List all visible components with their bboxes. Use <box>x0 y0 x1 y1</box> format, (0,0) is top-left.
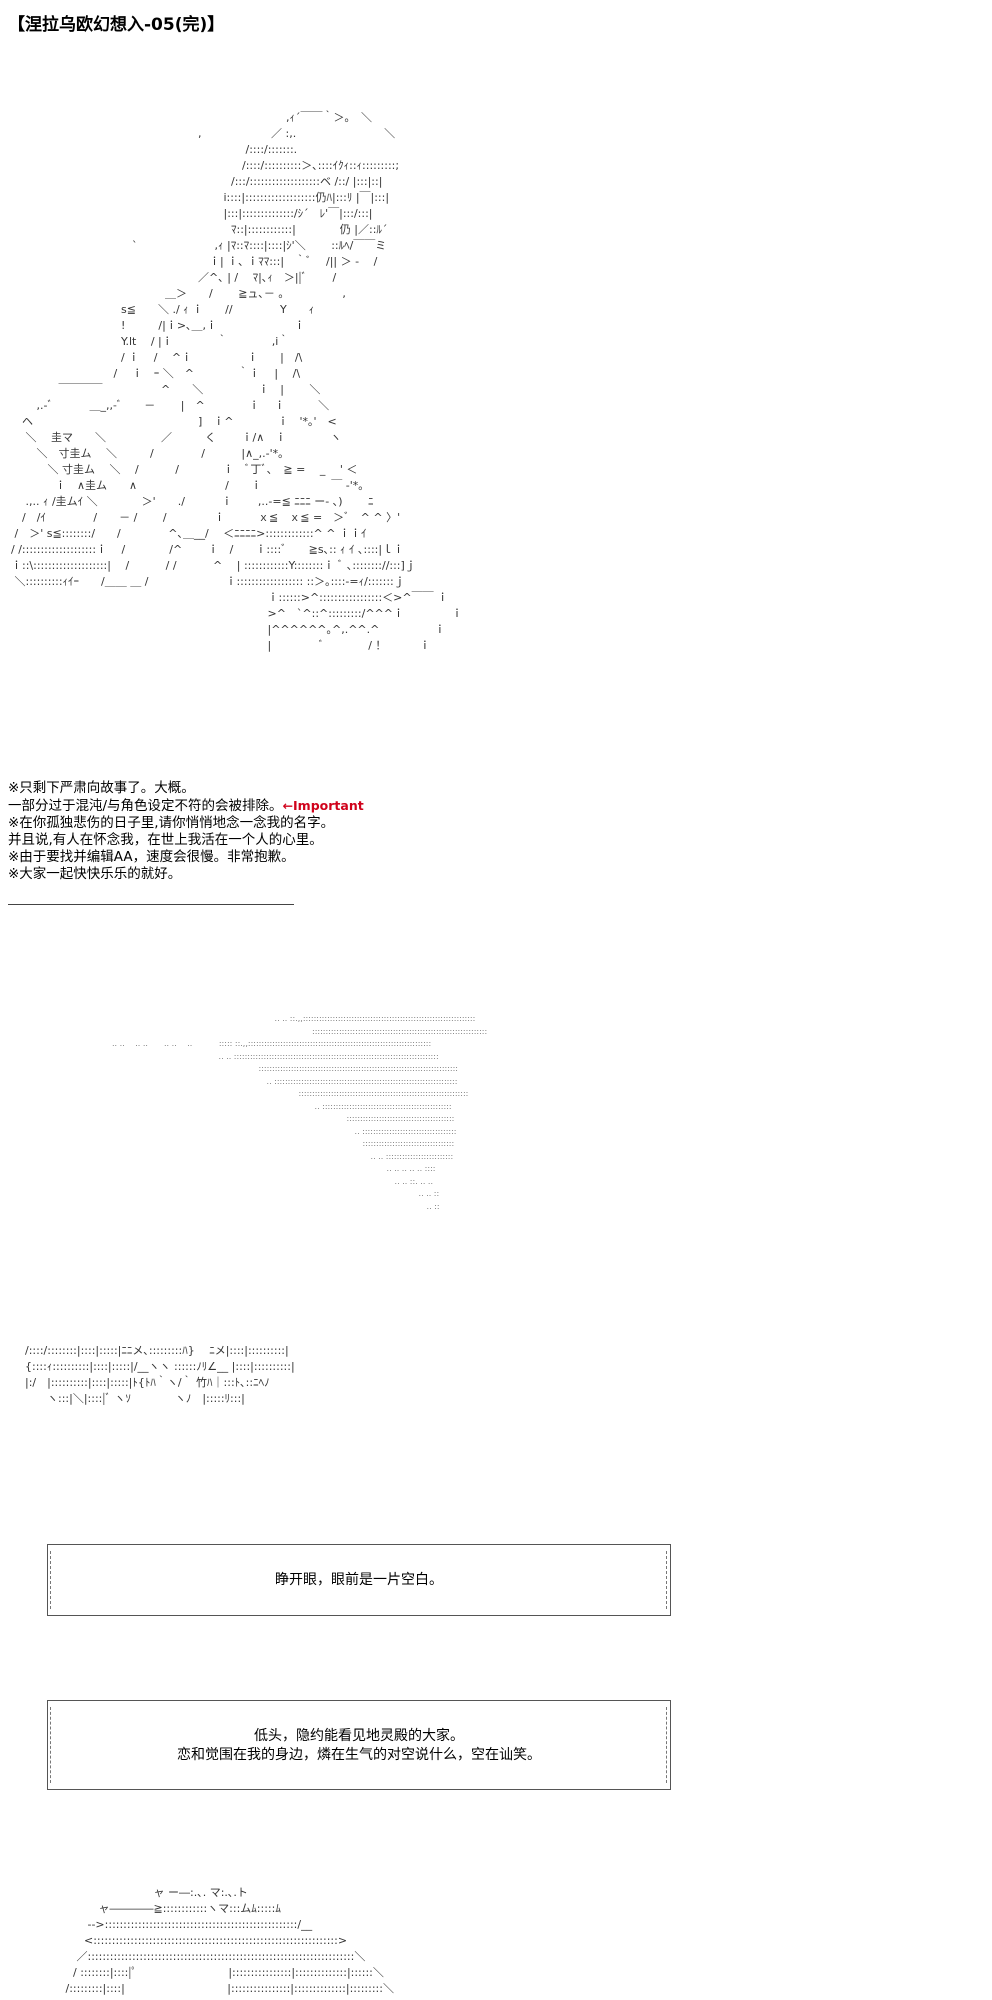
ascii-art-eyes-closeup: /::::/::::::::|::::|:::::|ﾆﾆメ､:::::::::ﾊ… <box>25 1344 295 1405</box>
box-edge-left <box>50 1551 52 1609</box>
narration-text-2-line-2: 恋和觉围在我的身边，燐在生气的对空说什么，空在讪笑。 <box>177 1747 541 1763</box>
page-title: 【涅拉乌欧幻想入-05(完)】 <box>8 15 225 35</box>
note-line-4: 并且说,有人在怀念我，在世上我活在一个人的心里。 <box>8 832 323 848</box>
narration-text-2-line-1: 低头，隐约能看见地灵殿的大家。 <box>254 1728 464 1744</box>
note-line-2-text: 一部分过于混沌/与角色设定不符的会被排除。 <box>8 798 283 814</box>
section-divider <box>8 904 294 905</box>
note-line-5: ※由于要找并编辑AA，速度会很慢。非常抱歉。 <box>8 849 295 865</box>
box-edge-right <box>666 1551 668 1609</box>
box-edge-left <box>50 1707 52 1783</box>
ascii-art-hat-top: ャ ー―:.､. マ:.､.ト ャ――――≧::::::::::::ヽマ:::ム… <box>65 1886 394 1995</box>
narration-box-1: 睁开眼，眼前是一片空白。 <box>47 1544 671 1616</box>
narration-text-2: 低头，隐约能看见地灵殿的大家。 恋和觉围在我的身边，燐在生气的对空说什么，空在讪… <box>48 1727 670 1765</box>
note-line-1: ※只剩下严肃向故事了。大概。 <box>8 780 195 796</box>
important-marker: ←Important <box>282 798 364 813</box>
ascii-art-blank-space: .. .. ::.,,:::::::::::::::::::::::::::::… <box>111 1014 488 1211</box>
ascii-art-character-sitting: ,ｨ´￣￣｀＞｡ ＼ , ／ :,. ＼ /::::/:::::::. /:::… <box>10 111 463 652</box>
note-line-6: ※大家一起快快乐乐的就好。 <box>8 866 182 882</box>
narration-box-2: 低头，隐约能看见地灵殿的大家。 恋和觉围在我的身边，燐在生气的对空说什么，空在讪… <box>47 1700 671 1790</box>
note-line-2: 一部分过于混沌/与角色设定不符的会被排除。←Important <box>8 797 364 815</box>
note-line-3: ※在你孤独悲伤的日子里,请你悄悄地念一念我的名字。 <box>8 815 335 831</box>
author-notes: ※只剩下严肃向故事了。大概。 一部分过于混沌/与角色设定不符的会被排除。←Imp… <box>8 780 364 883</box>
narration-text-1: 睁开眼，眼前是一片空白。 <box>275 1572 443 1588</box>
box-edge-right <box>666 1707 668 1783</box>
